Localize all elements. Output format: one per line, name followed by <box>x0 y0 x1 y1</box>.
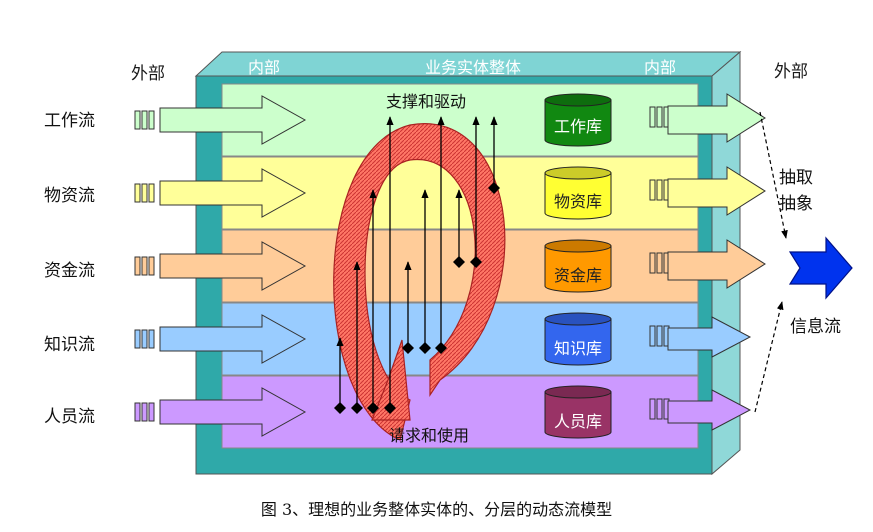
db-label-funds: 资金库 <box>553 266 602 285</box>
flow-label-work: 工作流 <box>44 111 95 131</box>
info-flow-arrow <box>788 236 853 300</box>
left-bar-knowledge <box>148 329 155 349</box>
cycle-ring <box>333 123 506 441</box>
diamond-node <box>488 182 500 194</box>
db-label-personnel: 人员库 <box>553 412 602 431</box>
diamond-node <box>419 342 431 354</box>
right-bar-work <box>656 106 663 128</box>
left-bar-work <box>148 110 155 130</box>
info-flow-label: 信息流 <box>790 317 841 337</box>
db-body-knowledge <box>544 318 612 366</box>
right-bar-personnel <box>656 398 663 420</box>
header-outside-left: 外部 <box>131 64 165 84</box>
right-bar-knowledge <box>649 325 656 347</box>
db-label-knowledge: 知识库 <box>553 339 602 358</box>
left-bar-funds <box>141 256 148 276</box>
diamond-node <box>453 256 465 268</box>
figure-caption: 图 3、理想的业务整体实体的、分层的动态流模型 <box>260 500 613 519</box>
db-body-work <box>544 99 612 147</box>
right-bar-work <box>649 106 656 128</box>
flow-label-knowledge: 知识流 <box>44 335 95 355</box>
outgoing-arrow-work <box>667 93 766 143</box>
db-top-work <box>544 93 612 107</box>
db-top-funds <box>544 239 612 253</box>
extract-label-line1: 抽取 <box>779 168 813 188</box>
db-body-personnel <box>544 391 612 439</box>
right-bar-personnel <box>649 398 656 420</box>
left-bar-work <box>141 110 148 130</box>
left-bar-materials <box>134 183 141 203</box>
header-center: 业务实体整体 <box>425 58 522 77</box>
incoming-arrow-work <box>159 95 307 145</box>
outgoing-arrow-funds <box>667 239 766 289</box>
right-bar-materials <box>656 179 663 201</box>
left-bar-work <box>134 110 141 130</box>
incoming-arrow-personnel <box>159 387 307 437</box>
header-inside-right: 内部 <box>644 58 677 77</box>
diamond-node <box>367 402 379 414</box>
diamond-node <box>435 342 447 354</box>
db-label-work: 工作库 <box>553 117 602 136</box>
db-top-materials <box>544 166 612 180</box>
outgoing-arrow-personnel <box>667 389 752 431</box>
flow-label-funds: 资金流 <box>44 261 95 281</box>
outgoing-arrow-knowledge <box>667 316 752 358</box>
left-bar-personnel <box>148 402 155 422</box>
diamond-node <box>334 402 346 414</box>
header-inside-left: 内部 <box>248 58 281 77</box>
right-bar-materials <box>649 179 656 201</box>
left-bar-materials <box>148 183 155 203</box>
flow-label-personnel: 人员流 <box>44 407 95 427</box>
diamond-node <box>470 256 482 268</box>
extract-label-line2: 抽象 <box>779 194 813 214</box>
incoming-arrow-materials <box>159 168 307 218</box>
left-bar-materials <box>141 183 148 203</box>
outgoing-arrow-materials <box>667 166 766 216</box>
left-bar-personnel <box>141 402 148 422</box>
right-bar-funds <box>649 252 656 274</box>
diamond-nodes <box>334 182 500 414</box>
diamond-node <box>402 342 414 354</box>
left-bar-funds <box>148 256 155 276</box>
incoming-arrow-funds <box>159 241 307 291</box>
db-label-materials: 物资库 <box>553 192 602 211</box>
left-bar-knowledge <box>141 329 148 349</box>
left-bar-personnel <box>134 402 141 422</box>
db-body-funds <box>544 245 612 293</box>
db-body-materials <box>544 172 612 220</box>
right-bar-funds <box>656 252 663 274</box>
diamond-node <box>351 402 363 414</box>
header-outside-right: 外部 <box>774 62 808 82</box>
cycle-bottom-label: 请求和使用 <box>389 426 470 445</box>
flow-label-materials: 物资流 <box>44 186 95 206</box>
vertical-arrows <box>336 116 498 408</box>
right-bar-knowledge <box>656 325 663 347</box>
db-top-knowledge <box>544 312 612 326</box>
extract-dashed-arrows <box>754 111 788 413</box>
incoming-arrow-knowledge <box>159 314 307 364</box>
diamond-node <box>384 402 396 414</box>
db-top-personnel <box>544 385 612 399</box>
cycle-top-label: 支撑和驱动 <box>386 92 467 111</box>
left-bar-knowledge <box>134 329 141 349</box>
left-bar-funds <box>134 256 141 276</box>
